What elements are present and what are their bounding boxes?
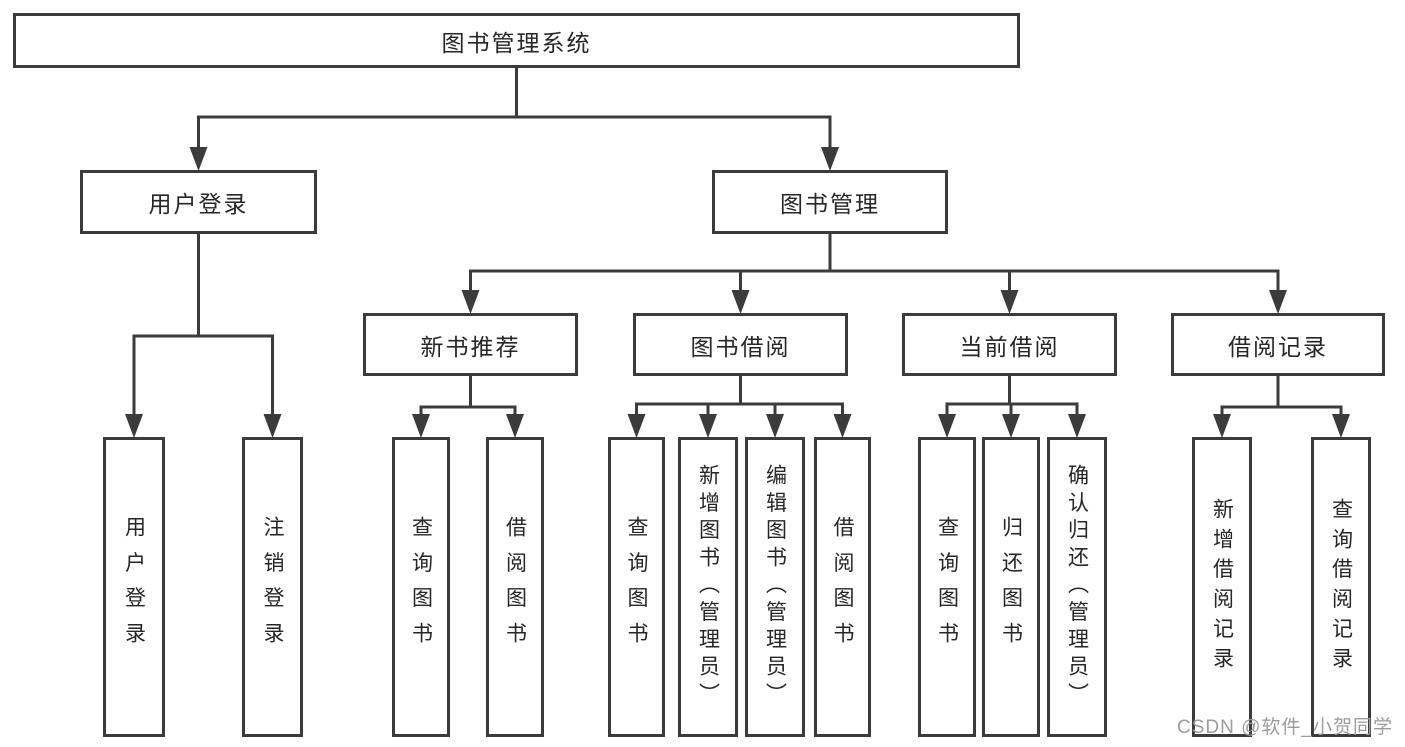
node-library-management-system: 图书管理系统 bbox=[13, 13, 1020, 68]
leaf-borrow-books-recommend: 借阅图书 bbox=[486, 437, 544, 737]
leaf-query-books-borrowing-label: 查询图书 bbox=[625, 516, 648, 658]
leaf-query-books-borrowing: 查询图书 bbox=[608, 437, 665, 737]
leaf-query-borrow-record: 查询借阅记录 bbox=[1311, 437, 1371, 737]
leaf-add-borrow-record: 新增借阅记录 bbox=[1192, 437, 1252, 737]
leaf-logout-login-label: 注销登录 bbox=[261, 516, 284, 658]
leaf-add-borrow-record-label: 新增借阅记录 bbox=[1210, 497, 1234, 677]
node-user-login: 用户登录 bbox=[80, 170, 317, 234]
leaf-add-books-admin-label: 新增图书（管理员） bbox=[696, 464, 720, 710]
leaf-user-login-label: 用户登录 bbox=[122, 516, 146, 658]
node-book-management: 图书管理 bbox=[712, 170, 948, 234]
leaf-logout-login: 注销登录 bbox=[242, 437, 303, 737]
node-borrow-records: 借阅记录 bbox=[1171, 313, 1385, 376]
leaf-return-books: 归还图书 bbox=[982, 437, 1040, 737]
leaf-confirm-return-admin: 确认归还（管理员） bbox=[1047, 437, 1107, 737]
leaf-add-books-admin: 新增图书（管理员） bbox=[678, 437, 738, 737]
leaf-return-books-label: 归还图书 bbox=[999, 516, 1023, 658]
leaf-query-borrow-record-label: 查询借阅记录 bbox=[1329, 497, 1353, 677]
leaf-query-books-recommend-label: 查询图书 bbox=[409, 516, 433, 658]
node-current-borrowing: 当前借阅 bbox=[902, 313, 1117, 376]
node-new-book-recommend: 新书推荐 bbox=[363, 313, 578, 376]
leaf-query-books-current: 查询图书 bbox=[918, 437, 976, 737]
watermark-text: CSDN @软件_小贺同学 bbox=[1177, 717, 1393, 738]
leaf-query-books-recommend: 查询图书 bbox=[392, 437, 450, 737]
leaf-borrow-books-recommend-label: 借阅图书 bbox=[503, 516, 527, 658]
leaf-edit-books-admin-label: 编辑图书（管理员） bbox=[763, 464, 787, 710]
node-book-borrowing: 图书借阅 bbox=[633, 313, 848, 376]
leaf-query-books-current-label: 查询图书 bbox=[935, 516, 959, 658]
leaf-borrow-books-borrowing: 借阅图书 bbox=[814, 437, 871, 737]
leaf-user-login: 用户登录 bbox=[103, 437, 165, 737]
leaf-confirm-return-admin-label: 确认归还（管理员） bbox=[1065, 464, 1089, 710]
leaf-edit-books-admin: 编辑图书（管理员） bbox=[745, 437, 805, 737]
leaf-borrow-books-borrowing-label: 借阅图书 bbox=[831, 516, 854, 658]
